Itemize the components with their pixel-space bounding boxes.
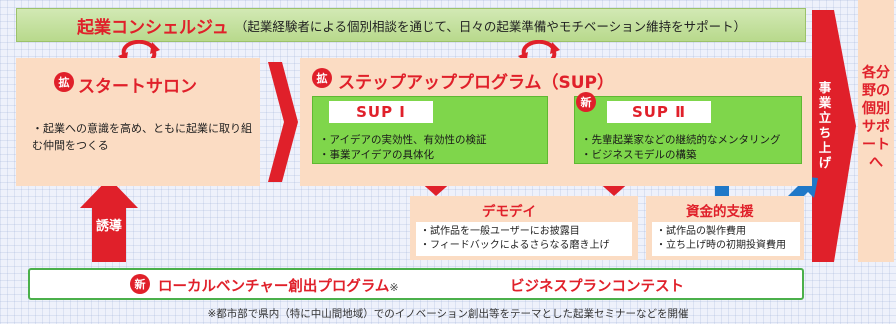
funding-support-title: 資金的支援 xyxy=(686,204,754,220)
expanded-badge: 拡 xyxy=(54,72,74,92)
induce-arrow xyxy=(80,178,138,262)
individual-support-label: 各分野の個別サポートへ xyxy=(862,65,890,171)
start-salon-title: スタートサロン xyxy=(78,77,197,97)
start-salon-panel: 拡 スタートサロン ・起業への意識を高め、ともに起業に取り組む仲間をつくる xyxy=(16,58,260,186)
concierge-bar: 起業コンシェルジュ （起業経験者による個別相談を通じて、日々の起業準備やモチベー… xyxy=(16,8,806,42)
sup1-title: SUP Ⅰ xyxy=(329,101,433,123)
sup2-description: ・先輩起業家などの継続的なメンタリング ・ビジネスモデルの構築 xyxy=(581,133,781,163)
sup2-line: ・ビジネスモデルの構築 xyxy=(581,149,697,161)
concierge-title: 起業コンシェルジュ xyxy=(77,17,229,38)
start-salon-description: ・起業への意識を高め、ともに起業に取り組む仲間をつくる xyxy=(32,122,252,152)
concierge-description: （起業経験者による個別相談を通じて、日々の起業準備やモチベーション維持をサポート… xyxy=(234,18,747,34)
funding-line: ・試作品の製作費用 xyxy=(656,226,746,237)
flow-arrow-right xyxy=(268,62,298,182)
demo-day-title: デモデイ xyxy=(482,204,536,220)
demo-day-line: ・試作品を一般ユーザーにお披露目 xyxy=(420,226,580,237)
sup1-description: ・アイデアの実効性、有効性の検証 ・事業アイデアの具体化 xyxy=(319,133,486,163)
new-badge: 新 xyxy=(130,274,150,294)
business-plan-contest: ビジネスプランコンテスト xyxy=(510,279,684,295)
expanded-badge: 拡 xyxy=(312,68,332,88)
launch-arrow xyxy=(812,10,856,262)
demo-day-line: ・フィードバックによるさらなる磨き上げ xyxy=(420,240,610,251)
footnote-mark: ※ xyxy=(389,281,399,294)
demo-day-panel: デモデイ ・試作品を一般ユーザーにお披露目 ・フィードバックによるさらなる磨き上… xyxy=(410,196,638,260)
local-venture-title-text: ローカルベンチャー創出プログラム xyxy=(158,279,390,295)
step-up-program-title: ステップアッププログラム（SUP） xyxy=(338,73,614,93)
launch-label: 事業立ち上げ xyxy=(818,80,832,170)
funding-line: ・立ち上げ時の初期投資費用 xyxy=(656,240,786,251)
individual-support-panel: 各分野の個別サポートへ xyxy=(858,0,894,262)
funding-support-panel: 資金的支援 ・試作品の製作費用 ・立ち上げ時の初期投資費用 xyxy=(646,196,804,260)
sup1-line: ・事業アイデアの具体化 xyxy=(319,149,434,161)
funding-support-description: ・試作品の製作費用 ・立ち上げ時の初期投資費用 xyxy=(652,222,800,256)
sup2-card: SUP Ⅱ ・先輩起業家などの継続的なメンタリング ・ビジネスモデルの構築 xyxy=(574,96,802,164)
sup2-title: SUP Ⅱ xyxy=(607,101,711,123)
footnote: ※都市部で県内（特に中山間地域）でのイノベーション創出等をテーマとした起業セミナ… xyxy=(207,308,689,320)
new-badge: 新 xyxy=(576,92,596,112)
local-venture-title: ローカルベンチャー創出プログラム※ xyxy=(158,275,399,296)
sup1-line: ・アイデアの実効性、有効性の検証 xyxy=(319,134,487,146)
sup2-line: ・先輩起業家などの継続的なメンタリング xyxy=(581,134,781,146)
local-venture-bar: 新 ローカルベンチャー創出プログラム※ ビジネスプランコンテスト xyxy=(28,268,804,300)
demo-day-description: ・試作品を一般ユーザーにお披露目 ・フィードバックによるさらなる磨き上げ xyxy=(416,222,632,256)
sup1-card: SUP Ⅰ ・アイデアの実効性、有効性の検証 ・事業アイデアの具体化 xyxy=(312,96,548,164)
induce-label: 誘導 xyxy=(96,219,123,234)
